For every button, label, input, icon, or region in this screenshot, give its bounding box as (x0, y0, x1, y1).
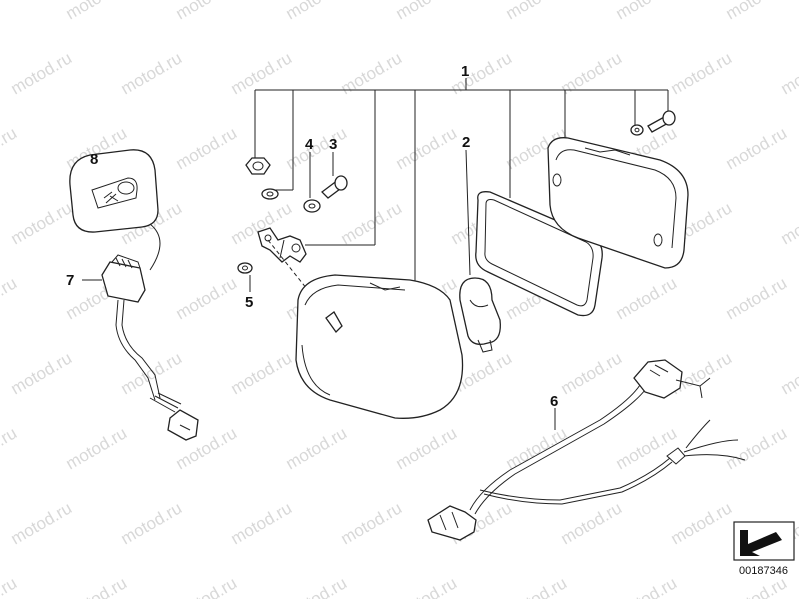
switch-part (101, 254, 199, 441)
watermark-text: motod.ru (0, 0, 20, 23)
bulb-part-2 (459, 277, 501, 353)
callout-3: 3 (329, 136, 337, 153)
watermark-text: motod.ru (613, 0, 681, 23)
watermark-text: motod.ru (668, 48, 736, 98)
watermark-text: motod.ru (503, 0, 571, 23)
watermark-text: motod.ru (8, 48, 76, 98)
watermark-text: motod.ru (118, 348, 186, 398)
watermark-text: motod.ru (338, 48, 406, 98)
watermark-text: motod.ru (723, 0, 791, 23)
watermark-text: motod.ru (393, 423, 461, 473)
wiring-harness-part (427, 359, 746, 541)
watermark-text: motod.ru (283, 0, 351, 23)
callout-2: 2 (462, 134, 470, 151)
watermark-text: motod.ru (393, 123, 461, 173)
watermark-text: motod.ru (228, 348, 296, 398)
watermark-text: motod.ru (173, 273, 241, 323)
callout-6: 6 (550, 393, 558, 410)
watermark-text: motod.ru (558, 348, 626, 398)
watermark-text: motod.ru (613, 423, 681, 473)
bracket-part (257, 227, 307, 263)
callout-4: 4 (305, 136, 314, 153)
lamp-housing-part (295, 274, 464, 419)
watermark-text: motod.ru (668, 498, 736, 548)
watermark-text: motod.ru (723, 123, 791, 173)
watermark-text: motod.ru (63, 423, 131, 473)
watermark-text: motod.ru (503, 573, 571, 599)
washer-part-small (261, 188, 279, 200)
label-decal-part (69, 149, 161, 271)
callout-1: 1 (461, 63, 469, 80)
drawing-number: 00187346 (739, 565, 788, 577)
watermark-text: motod.ru (118, 48, 186, 98)
callout-2-leader (465, 149, 471, 276)
watermark-text: motod.ru (228, 498, 296, 548)
watermark-text: motod.ru (0, 123, 20, 173)
watermark-text: motod.ru (0, 573, 20, 599)
screw-part-3 (321, 175, 348, 199)
watermark-text: motod.ru (393, 0, 461, 23)
watermark-text: motod.ru (558, 48, 626, 98)
callout-1-leaders (254, 78, 669, 290)
lens-cover-part (547, 137, 689, 269)
watermark-text: motod.ru (448, 48, 516, 98)
watermark-text: motod.ru (723, 573, 791, 599)
watermark-text: motod.ru (63, 0, 131, 23)
watermark-text: motod.ru (0, 423, 20, 473)
washer-part-4 (303, 199, 321, 213)
watermark-text: motod.ru (778, 348, 799, 398)
watermark-text: motod.ru (283, 423, 351, 473)
watermark-text: motod.ru (393, 573, 461, 599)
watermark-text: motod.ru (558, 498, 626, 548)
callout-8: 8 (90, 151, 98, 168)
watermark-text: motod.ru (0, 273, 20, 323)
watermark-text: motod.ru (613, 273, 681, 323)
watermark-text: motod.ru (228, 48, 296, 98)
watermark-text: motod.ru (8, 498, 76, 548)
washer-part-lens (630, 124, 644, 136)
washer-part-5 (237, 262, 253, 274)
watermark-text: motod.ru (173, 573, 241, 599)
callout-5: 5 (245, 294, 253, 311)
watermark-text: motod.ru (778, 198, 799, 248)
assembly-dash-line (267, 239, 331, 319)
watermark-text: motod.ru (338, 198, 406, 248)
watermark-text: motod.ru (613, 573, 681, 599)
watermark-text: motod.ru (8, 198, 76, 248)
screw-part-lens (647, 110, 676, 133)
watermark-text: motod.ru (63, 573, 131, 599)
callout-7: 7 (66, 272, 74, 289)
watermark-text: motod.ru (118, 498, 186, 548)
watermark-text: motod.ru (723, 423, 791, 473)
direction-arrow-icon (733, 521, 795, 561)
watermark-text: motod.ru (8, 348, 76, 398)
watermark-text: motod.ru (283, 573, 351, 599)
gasket-part (475, 191, 603, 317)
watermark-text: motod.ru (723, 273, 791, 323)
watermark-text: motod.ru (778, 48, 799, 98)
watermark-text: motod.ru (173, 0, 241, 23)
watermark-text: motod.ru (173, 123, 241, 173)
watermark-text: motod.ru (338, 498, 406, 548)
nut-part (245, 157, 271, 175)
